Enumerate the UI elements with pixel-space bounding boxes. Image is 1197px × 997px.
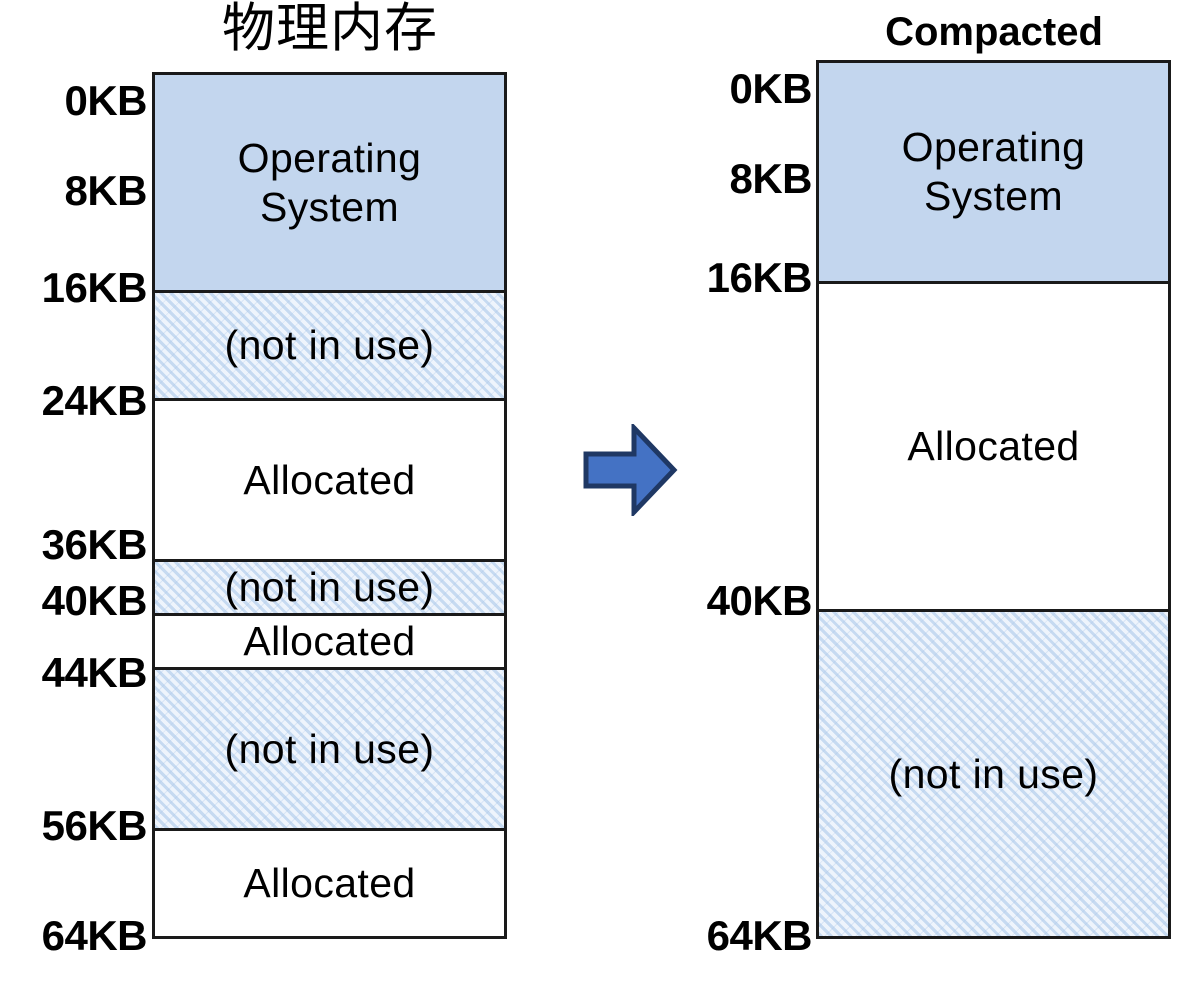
address-label: 44KB — [41, 649, 148, 696]
address-label: 36KB — [41, 521, 148, 568]
physical-memory-column: Operating System (not in use) Allocated (no… — [152, 72, 507, 939]
right-column-title: Compacted — [885, 10, 1103, 54]
memory-block-label: (not in use) — [224, 564, 435, 610]
memory-block-label: Allocated — [243, 860, 416, 906]
address-label: 56KB — [41, 802, 148, 849]
address-label: 64KB — [706, 912, 813, 959]
address-label: 16KB — [41, 264, 148, 311]
memory-block-label: (not in use) — [888, 750, 1099, 797]
memory-block-free: (not in use) — [819, 609, 1168, 936]
memory-block-label: Operating System — [237, 134, 422, 230]
address-label: 64KB — [41, 912, 148, 959]
memory-block-label: Allocated — [243, 618, 416, 664]
memory-block-allocated: Allocated — [155, 828, 504, 936]
address-label: 0KB — [729, 65, 812, 112]
memory-block-label: Allocated — [907, 423, 1080, 469]
memory-block-label: Operating System — [901, 124, 1086, 219]
address-label: 8KB — [64, 167, 147, 214]
address-label: 24KB — [41, 377, 148, 424]
left-column-title: 物理内存 — [222, 0, 438, 58]
address-label: 16KB — [706, 254, 813, 301]
memory-block-free: (not in use) — [155, 667, 504, 828]
address-label: 8KB — [729, 155, 812, 202]
memory-block-allocated: Allocated — [155, 398, 504, 559]
memory-block-allocated: Allocated — [155, 613, 504, 667]
memory-block-free: (not in use) — [155, 559, 504, 613]
memory-block-os: Operating System — [819, 63, 1168, 281]
address-label: 40KB — [41, 577, 148, 624]
memory-block-free: (not in use) — [155, 290, 504, 398]
compaction-arrow-icon — [582, 421, 678, 519]
memory-block-label: Allocated — [243, 456, 416, 503]
address-label: 0KB — [64, 77, 147, 124]
address-label: 40KB — [706, 577, 813, 624]
memory-block-os: Operating System — [155, 75, 504, 290]
memory-block-label: (not in use) — [224, 725, 435, 772]
memory-block-label: (not in use) — [224, 322, 435, 368]
memory-block-allocated: Allocated — [819, 281, 1168, 609]
